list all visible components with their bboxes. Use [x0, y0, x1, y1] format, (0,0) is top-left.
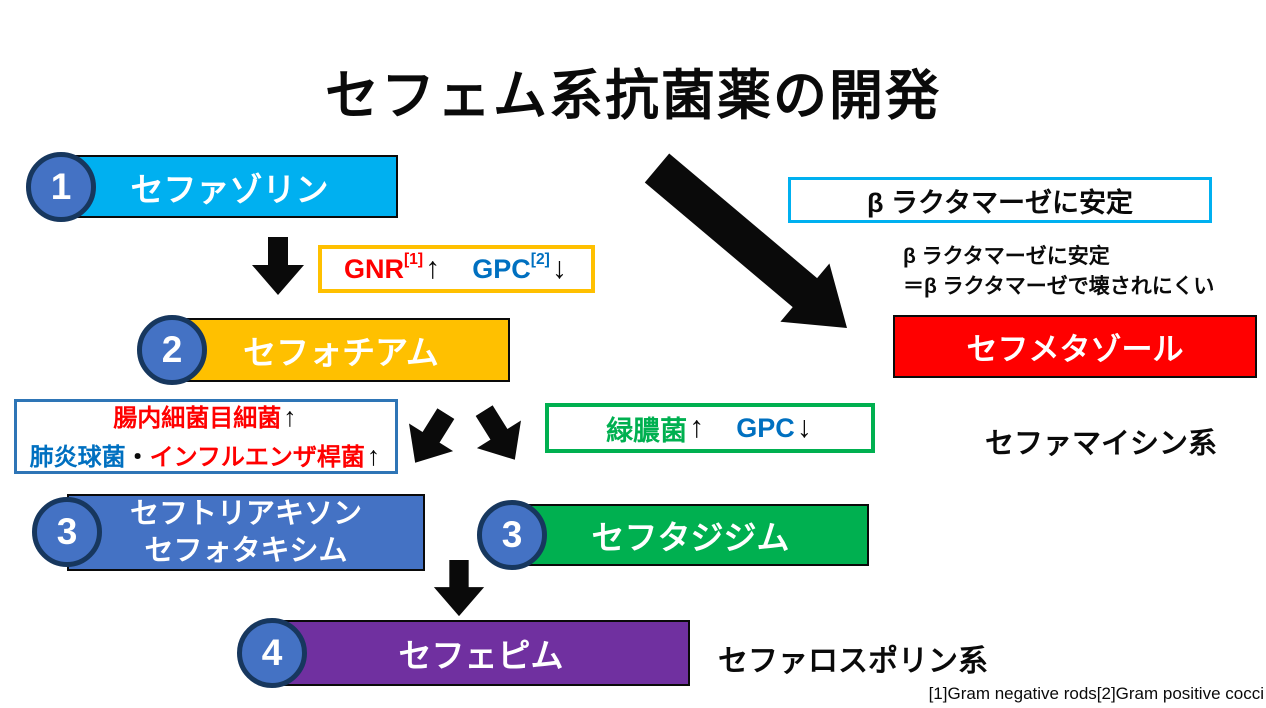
drug-box-cefepime: セフェピム: [272, 620, 690, 686]
up-arrow-glyph: ↑: [283, 401, 297, 432]
beta-note-line1: β ラクタマーゼに安定: [903, 245, 1110, 268]
drug-label-line2: セフォタキシム: [144, 534, 348, 567]
enteric-line-2: 肺炎球菌・インフルエンザ桿菌↑: [30, 437, 383, 476]
gnr-footnote-ref: [1]: [403, 251, 424, 269]
beta-lactamase-note: β ラクタマーゼに安定 ＝β ラクタマーゼで壊されにくい: [903, 242, 1214, 303]
beta-lactamase-stable-box: β ラクタマーゼに安定: [788, 177, 1212, 223]
down-left-arrow-icon: [409, 408, 455, 463]
cephamycin-class-label: セファマイシン系: [985, 428, 1218, 460]
spectrum-callout-enteric: 腸内細菌目細菌↑ 肺炎球菌・インフルエンザ桿菌↑: [14, 399, 398, 474]
up-arrow-glyph: ↑: [425, 252, 441, 285]
separator-dot: ・: [125, 443, 150, 471]
down-arrow-glyph: ↓: [551, 252, 568, 285]
drug-box-ceftriaxone-cefotaxime: セフトリアキソン セフォタキシム: [67, 494, 425, 571]
gpc-label: GPC: [736, 412, 795, 443]
gpc-footnote-ref: [2]: [530, 251, 550, 269]
drug-label: セフェピム: [398, 637, 564, 674]
generation-2-badge: 2: [137, 315, 207, 385]
big-diagonal-arrow-icon: [644, 153, 847, 328]
generation-4-badge: 4: [237, 618, 307, 688]
spectrum-callout-gnr-gpc: GNR[1] ↑ GPC[2] ↓: [318, 245, 595, 293]
drug-label: セフタジジム: [591, 519, 790, 556]
drug-label: セファゾリン: [130, 170, 329, 208]
generation-1-badge: 1: [26, 152, 96, 222]
footnote-text: [1]Gram negative rods[2]Gram positive co…: [928, 684, 1264, 703]
gnr-label: GNR: [343, 253, 404, 284]
down-arrow-glyph: ↓: [796, 411, 812, 444]
page-title: セフェム系抗菌薬の開発: [325, 66, 941, 126]
up-arrow-glyph: ↑: [689, 411, 705, 444]
drug-label: セフォチアム: [243, 334, 439, 371]
gpc-label: GPC: [472, 253, 531, 284]
down-arrow-icon: [252, 237, 304, 295]
generation-3-badge-left: 3: [32, 497, 102, 567]
cephalosporin-class-label: セファロスポリン系: [718, 645, 988, 678]
pseudomonas-label: 緑膿菌: [606, 415, 688, 446]
drug-box-ceftazidime: セフタジジム: [512, 504, 869, 566]
drug-box-cefmetazole: セフメタゾール: [893, 315, 1257, 378]
spectrum-callout-pseudomonas: 緑膿菌 ↑ GPC ↓: [545, 403, 875, 453]
up-arrow-glyph: ↑: [366, 440, 381, 471]
drug-box-cefotiam: セフォチアム: [172, 318, 510, 382]
drug-label-line1: セフトリアキソン: [129, 498, 362, 531]
down-arrow-icon: [433, 560, 485, 617]
beta-stable-label: β ラクタマーゼに安定: [867, 187, 1133, 218]
drug-label: セフメタゾール: [966, 332, 1184, 367]
enteric-line-1: 腸内細菌目細菌↑: [113, 398, 298, 437]
down-right-arrow-icon: [475, 405, 521, 460]
beta-note-line2: ＝β ラクタマーゼで壊されにくい: [903, 275, 1215, 299]
generation-3-badge-right: 3: [477, 500, 547, 570]
pneumococcus-label: 肺炎球菌: [29, 443, 126, 471]
haemophilus-label: インフルエンザ桿菌: [149, 443, 365, 471]
drug-box-cefazolin: セファゾリン: [61, 155, 398, 218]
enterobacterales-label: 腸内細菌目細菌: [113, 404, 282, 432]
